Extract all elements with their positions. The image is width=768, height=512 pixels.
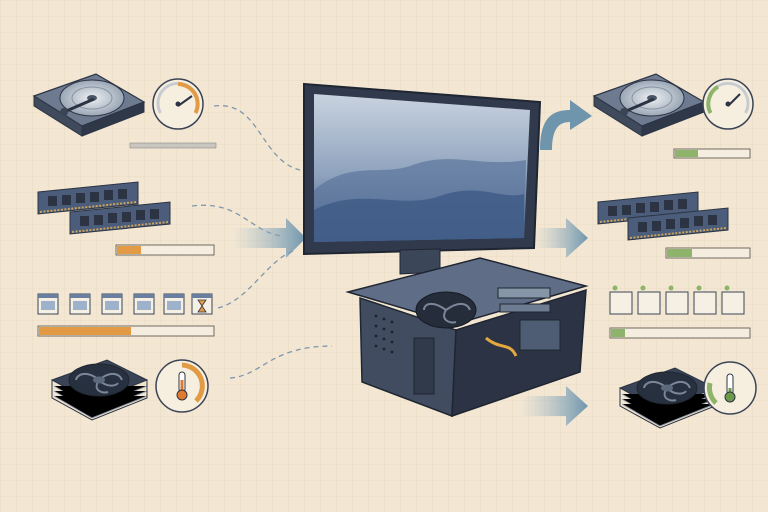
app-window-icon (665, 285, 689, 315)
pc-case-icon (345, 257, 589, 418)
ram-progress-fill (667, 249, 692, 257)
thermometer-icon (703, 361, 757, 415)
hdd-progress-fill (675, 150, 698, 157)
speed-gauge-icon (152, 78, 204, 130)
app-window-icon (133, 293, 155, 315)
left-windows-group (37, 293, 215, 337)
right-ram-group (597, 191, 751, 259)
app-window-icon (637, 285, 661, 315)
left-ram-group (37, 181, 215, 256)
ram-progress-track (665, 247, 751, 259)
app-window-icon (37, 293, 59, 315)
app-window-icon (721, 285, 745, 315)
ram-progress-fill (117, 246, 141, 254)
connection-lines (191, 105, 333, 379)
hourglass-icon (191, 293, 213, 315)
windows-progress-track (609, 327, 751, 339)
left-cooler-group (51, 359, 209, 421)
windows-progress-fill (39, 327, 131, 335)
monitor-icon (303, 82, 542, 275)
arrow-out-bottom (520, 386, 588, 426)
app-window-icon (69, 293, 91, 315)
thermometer-icon (155, 359, 209, 413)
speed-gauge-icon (702, 78, 754, 130)
arrow-out-middle (534, 218, 588, 258)
ram-progress-track (115, 244, 215, 256)
hdd-progress-track (673, 148, 751, 159)
windows-progress-fill (611, 329, 625, 337)
arrow-into-monitor (232, 218, 306, 258)
left-hdd-group (32, 72, 217, 149)
app-window-icon (609, 285, 633, 315)
flow-arrows (232, 100, 592, 426)
app-window-icon (693, 285, 717, 315)
right-windows-group (609, 285, 751, 339)
app-window-icon (163, 293, 185, 315)
hdd-progress-bar (129, 142, 217, 149)
app-window-icon (101, 293, 123, 315)
arrow-out-top (540, 100, 592, 150)
right-cooler-group (619, 361, 757, 429)
right-hdd-group (592, 72, 754, 159)
